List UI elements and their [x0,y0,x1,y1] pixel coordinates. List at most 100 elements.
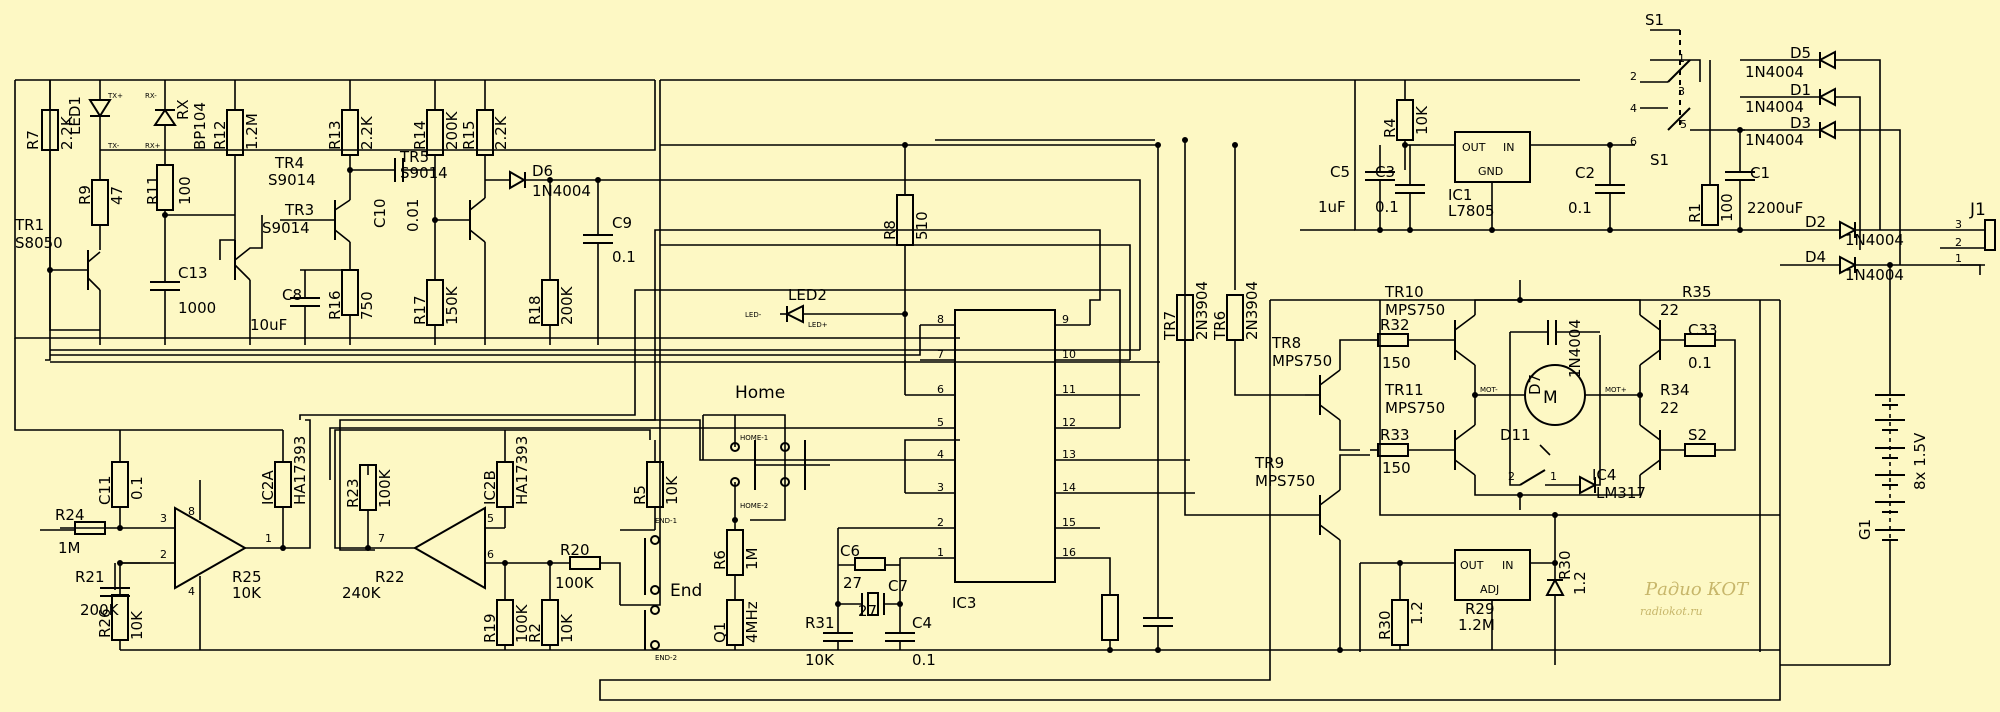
r15-value: 2.2K [492,115,510,150]
c5-ref: C5 [1330,163,1350,181]
d6-value: 1N4004 [532,182,591,200]
rx-value: BP104 [191,102,209,150]
ic4-in: IN [1502,559,1513,572]
c9-value: 0.1 [612,248,636,266]
j1-connector [1984,219,1996,251]
q1-value: 27 [858,602,877,620]
ic4-out: OUT [1460,559,1484,572]
r25-ref: R23 [344,478,362,508]
q1-ref: C7 [888,577,908,595]
r1-value: 100 [1718,193,1736,222]
d6-diode [509,170,527,190]
r26-ref: IC2A [259,470,277,505]
d2-value: 1N4004 [1845,231,1904,249]
c10-value: 0.01 [404,199,422,232]
ic2a-pin-3: 3 [160,512,167,525]
end1-label: END-1 [655,517,677,525]
c3-value: 0.1 [1375,198,1399,216]
r16-ref: R16 [326,290,344,320]
rx-minus: RX- [145,92,157,100]
ic3-pin-10: 10 [1062,348,1076,361]
c5-value: 1uF [1318,198,1346,216]
r6-value: 27 [843,574,862,592]
r9-value: 47 [108,186,126,205]
c8-value: 10uF [250,316,287,334]
r32-ref: C33 [1688,321,1718,339]
r18-ref: R18 [526,295,544,325]
tr1-value: S8050 [15,234,63,252]
rx-photodiode [153,108,177,126]
r8-value: 510 [913,211,931,240]
r5-value: 4MHz [743,601,761,643]
r13-ref: R13 [326,120,344,150]
r16-value: 750 [358,291,376,320]
d3-value: 1N4004 [1745,131,1804,149]
junctions [47,127,1893,653]
ic2a-pin-4: 4 [188,585,195,598]
labels: R7 2.2K LED1 R9 47 TR1 S8050 TX+ TX- RX-… [14,11,1986,669]
ic1-value: L7805 [1448,202,1495,220]
r8-ref: R8 [881,220,899,240]
ic2a-value: 10K [232,584,262,602]
r28-value: 2N3904 [1193,281,1211,340]
r30-ref-visible: R30 [1376,610,1394,640]
led1-section [41,80,112,345]
r6-ref: C6 [840,542,860,560]
r16-resistor [341,269,359,316]
home2-label: HOME-2 [740,502,768,510]
r19-ref: R2 [526,623,544,643]
ic3-pin-5: 5 [937,416,944,429]
tr7-ref: TR8 [1271,334,1301,352]
r29-value: 1M [58,539,81,557]
tr10-ref: R35 [1682,283,1712,301]
r3-value: 1M [743,548,761,571]
d3-diode [1817,120,1836,140]
tr5-ref: TR5 [399,148,429,166]
r17-ref: R17 [411,295,429,325]
r24-value: 0.1 [128,476,146,500]
r27-ref: TR6 [1211,311,1229,341]
j1-pin-2: 2 [1955,236,1962,249]
tr7-value: MPS750 [1272,352,1332,370]
r7-value: 2.2K [58,115,76,150]
switch-section [620,414,830,650]
s2-pin-2: 2 [1508,470,1515,483]
c1-ref: C1 [1750,164,1770,182]
c33-value: 1N4004 [1566,319,1584,378]
ic3-pin-11: 11 [1062,383,1076,396]
r28-ref: TR7 [1161,311,1179,341]
c7-ref: C4 [912,614,932,632]
r14-value: 200K [443,110,461,150]
led2-diode [784,304,804,324]
tx-minus: TX- [107,142,120,150]
r29-resistor [74,521,106,535]
c8-ref: C8 [282,286,302,304]
r20-value: 100K [513,603,531,643]
ic3-pin-7: 7 [937,348,944,361]
led2-plus: LED+ [808,321,828,329]
d1-ref: D1 [1790,81,1811,99]
end-label: End [670,581,702,601]
r5-resistor [726,599,744,646]
r26-resistor [274,461,292,508]
d2-ref: D2 [1805,213,1826,231]
r4-resistor [1396,99,1414,141]
d5-value: 1N4004 [1745,63,1804,81]
tr3-section [280,80,435,345]
tr3-value: S9014 [262,219,310,237]
s1-ref-top: S1 [1645,11,1664,29]
tr1-ref: TR1 [14,216,44,234]
s1-switch-bottom [1667,107,1691,131]
c13-value: 1000 [178,299,216,317]
ic3-pin-14: 14 [1062,481,1076,494]
end-switch-contact-1 [650,535,660,545]
r12-value: 1.2M [243,113,261,150]
r12-ref: R12 [211,120,229,150]
led1-ref: LED1 [66,96,84,135]
r1-resistor [1701,184,1719,226]
c13-ref: C13 [178,264,208,282]
r27-value: 2N3904 [1243,281,1261,340]
r24-resistor [111,461,129,508]
s2-ref: D11 [1500,426,1531,444]
